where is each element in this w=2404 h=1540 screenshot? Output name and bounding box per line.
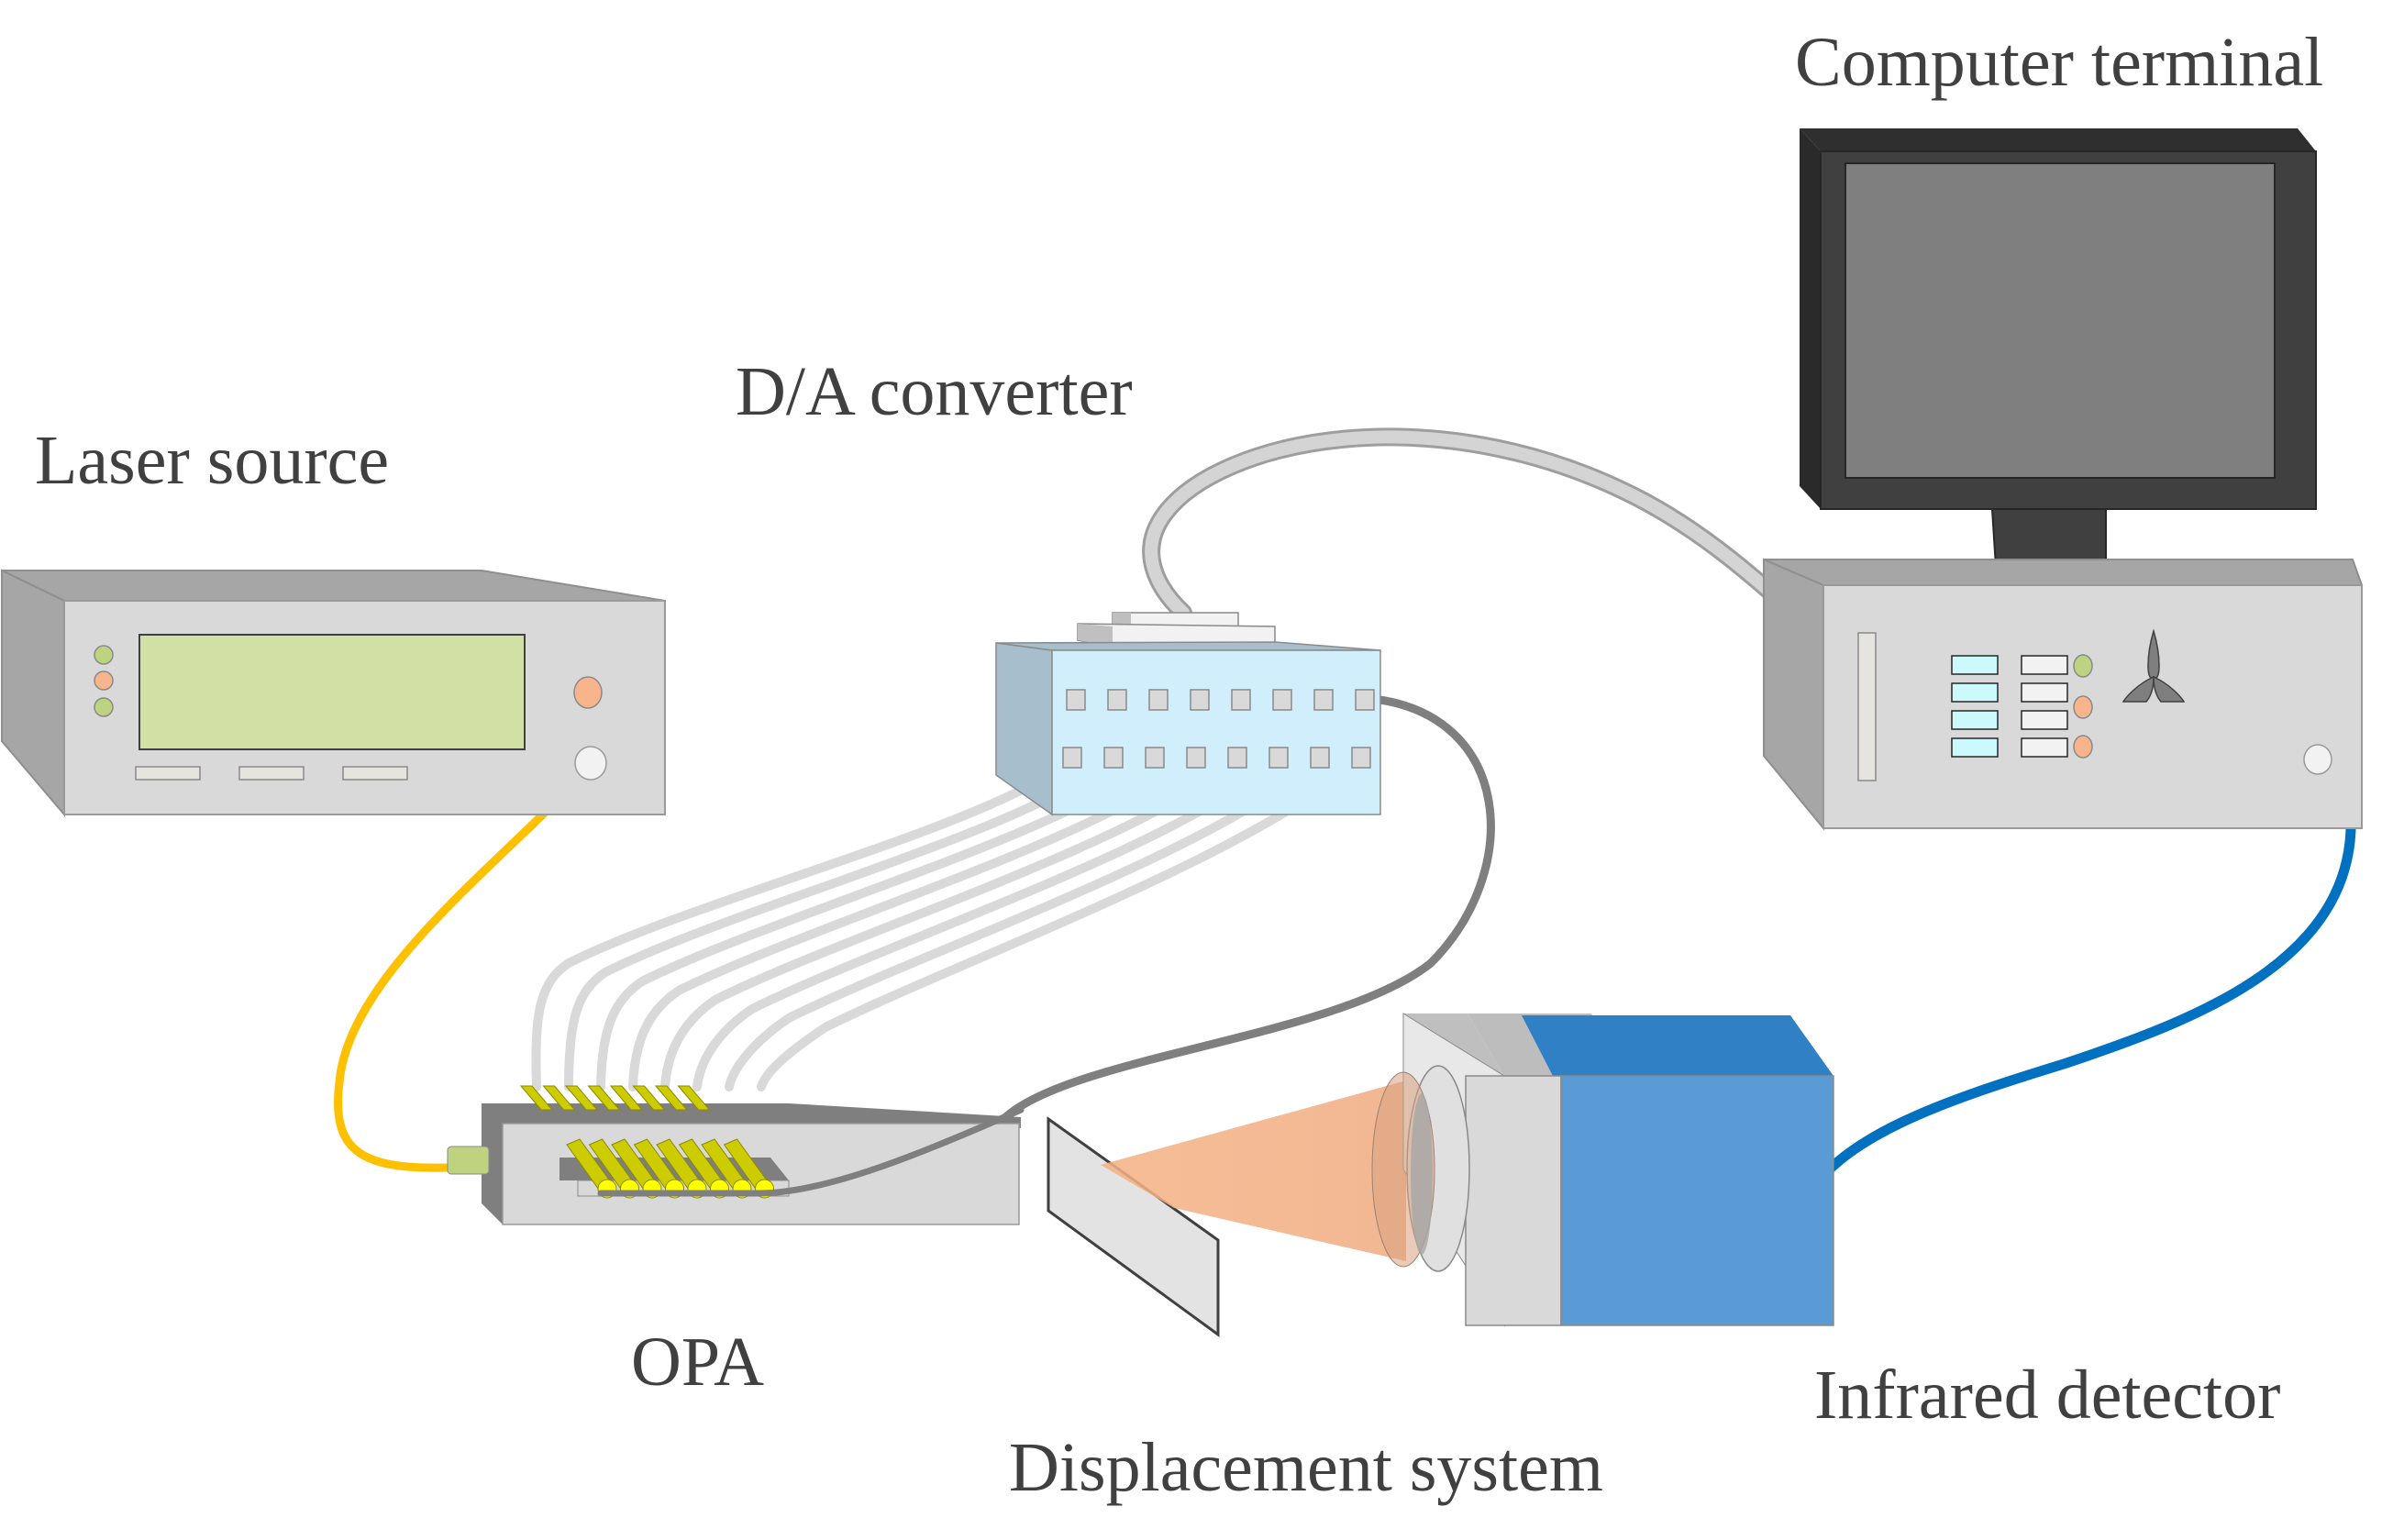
computer-terminal[interactable] [1763,128,2364,831]
monitor [1800,128,2316,151]
label-opa: OPA [631,1324,764,1401]
optical-fiber [334,764,592,1172]
indicator-green-icon [94,645,114,665]
key[interactable] [1951,682,1999,703]
electrode-pad [632,1085,666,1111]
label-laser-source: Laser source [35,422,389,499]
emitted-beam [1101,1080,1406,1261]
electrode-pad [519,1085,554,1111]
cable-port [2303,744,2332,775]
indicator-orange-icon [2073,735,2093,759]
da-converter[interactable] [995,612,1381,816]
panel-button[interactable] [238,766,305,781]
key[interactable] [1951,737,1999,758]
label-computer-terminal: Computer terminal [1795,24,2323,101]
opa-chip[interactable] [447,1085,1025,1225]
port [1148,689,1169,711]
indicator-orange-icon [2073,695,2093,719]
label-displacement-system: Displacement system [1009,1429,1603,1506]
keypad[interactable] [1951,655,2068,758]
port [1351,747,1371,769]
electrode-pad [587,1085,621,1111]
port-row-bottom [1062,747,1371,769]
indicator-green-icon [2073,654,2093,678]
port [1268,747,1289,769]
label-infrared-detector: Infrared detector [1814,1357,2280,1434]
electrode-pad [609,1085,644,1111]
port [1066,689,1086,711]
infrared-detector[interactable] [1371,1013,1834,1327]
electrode-pads-top [519,1085,711,1111]
port [1103,747,1124,769]
port [1227,747,1247,769]
port [1355,689,1375,711]
port [1190,689,1210,711]
laser-source[interactable] [1,569,666,817]
key[interactable] [1951,655,1999,675]
key[interactable] [1951,710,1999,730]
control-wires [531,757,1362,1091]
port [1186,747,1206,769]
port [1231,689,1251,711]
indicator-orange-icon [94,670,114,691]
label-da-converter: D/A converter [736,353,1133,430]
fiber-connector [447,1146,490,1175]
drive-slot[interactable] [1857,632,1877,781]
port [1313,689,1334,711]
key[interactable] [2021,737,2068,758]
panel-button[interactable] [135,766,201,781]
electrode-pad [654,1085,689,1111]
key[interactable] [2021,710,2068,730]
lcd-display [138,634,526,750]
key[interactable] [2021,655,2068,675]
port [1272,689,1292,711]
port [1310,747,1330,769]
indicator-green-icon [94,697,114,717]
port [1062,747,1082,769]
electrode-pad [677,1085,711,1111]
electrode-pad [564,1085,599,1111]
panel-button[interactable] [342,766,408,781]
power-knob[interactable] [573,676,603,709]
port [1145,747,1165,769]
port [1107,689,1127,711]
monitor-screen [1845,162,2276,479]
key[interactable] [2021,682,2068,703]
electrode-pad [542,1085,576,1111]
port-row-top [1066,689,1375,711]
fiber-port [574,746,607,781]
fan-icon [2122,628,2186,703]
